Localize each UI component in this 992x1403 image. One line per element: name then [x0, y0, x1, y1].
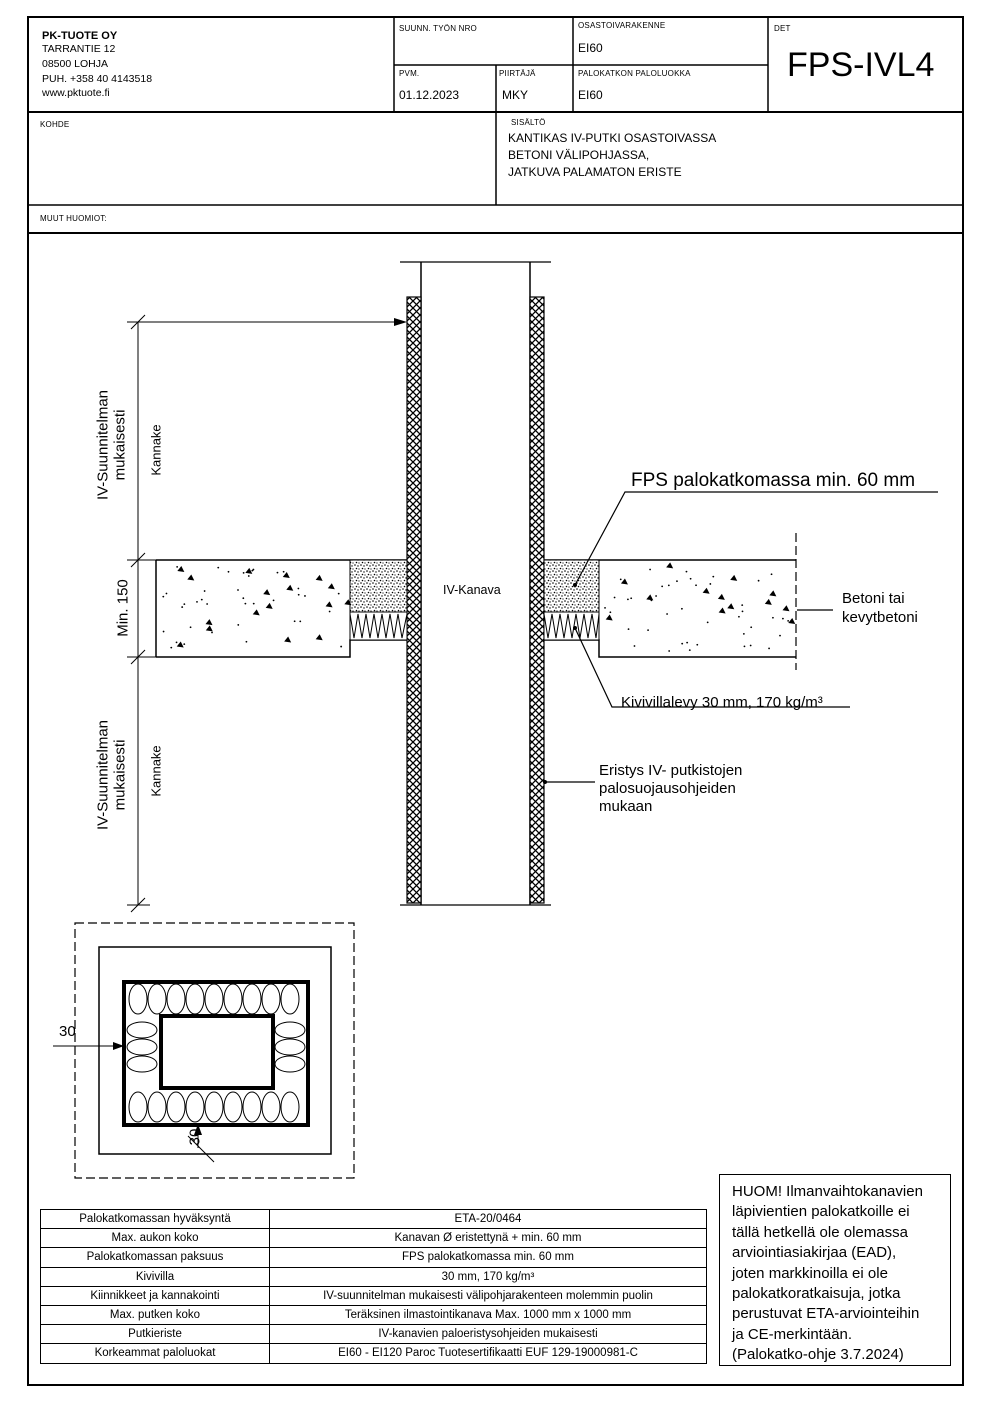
class-label: PALOKATKON PALOLUOKKA: [578, 69, 691, 78]
spec-value: 30 mm, 170 kg/m³: [269, 1266, 707, 1287]
insulation-label-2: palosuojausohjeiden: [599, 780, 736, 797]
spec-label: Kivivilla: [40, 1266, 270, 1287]
content-line-3: JATKUVA PALAMATON ERISTE: [508, 165, 682, 179]
spec-value: IV-kanavien paloeristysohjeiden mukaises…: [269, 1324, 707, 1345]
company-name: PK-TUOTE OY: [42, 30, 118, 42]
wool-leader: [574, 627, 850, 708]
spec-value: Teräksinen ilmastointikanava Max. 1000 m…: [269, 1304, 707, 1326]
plan-concrete-outline: [74, 922, 355, 1179]
stone-wool-left: [349, 613, 408, 639]
company-web: www.pktuote.fi: [42, 87, 110, 99]
work-number-label: SUUNN. TYÖN NRO: [399, 24, 477, 33]
date-label: PVM.: [399, 69, 420, 78]
insulation-label-1: Eristys IV- putkistojen: [599, 762, 743, 779]
company-postal: 08500 LOHJA: [42, 58, 108, 70]
date-value: 01.12.2023: [399, 88, 460, 102]
spec-label: Max. putken koko: [40, 1304, 270, 1326]
drawer-value: MKY: [502, 88, 529, 102]
notice-line: arviointiasiakirjaa (EAD),: [732, 1244, 897, 1262]
spec-value: EI60 - EI120 Paroc Tuotesertifikaatti EU…: [269, 1343, 707, 1364]
notice-line: joten markkinoilla ei ole: [732, 1264, 888, 1282]
plan-opening: [98, 946, 332, 1155]
notice-line: perustuvat ETA-arviointeihin: [732, 1305, 920, 1323]
notice-line: HUOM! Ilmanvaihtokanavien: [732, 1183, 923, 1200]
stone-wool-label: Kivivillalevy 30 mm, 170 kg/m³: [621, 694, 823, 711]
fire-mass-label: FPS palokatkomassa min. 60 mm: [631, 470, 916, 491]
spec-label: Max. aukon koko: [40, 1228, 270, 1249]
structure-value: EI60: [578, 41, 603, 55]
plan-dim-left: 30: [59, 1023, 76, 1040]
spec-value: ETA-20/0464: [269, 1208, 707, 1230]
spec-value: FPS palokatkomassa min. 60 mm: [269, 1247, 707, 1268]
det-label: DET: [774, 24, 791, 33]
content-line-1: KANTIKAS IV-PUTKI OSASTOIVASSA: [508, 131, 717, 145]
spec-value: IV-suunnitelman mukaisesti välipohjarake…: [269, 1285, 707, 1306]
spec-label: Kiinnikkeet ja kannakointi: [40, 1285, 270, 1306]
plan-dim-bottom: 30: [186, 1128, 204, 1146]
concrete-aggregate: [162, 562, 796, 652]
content-line-2: BETONI VÄLIPOHJASSA,: [508, 148, 650, 162]
company-phone: PUH. +358 40 4143518: [42, 73, 153, 85]
structure-label: OSASTOIVARAKENNE: [578, 21, 666, 30]
notice-line: (Palokatko-ohje 3.7.2024): [732, 1346, 904, 1364]
mass-leader: [574, 491, 938, 586]
notice-line: palokatkoratkaisuja, jotka: [732, 1285, 901, 1303]
notice-line: tällä hetkellä ole olemassa: [732, 1223, 908, 1241]
support-arrow: [394, 318, 407, 326]
det-value: FPS-IVL4: [787, 46, 935, 84]
company-address: TARRANTIE 12: [42, 43, 116, 55]
drawer-label: PIIRTÄJÄ: [499, 69, 536, 78]
insulation-label-3: mukaan: [599, 798, 653, 815]
concrete-label-2: kevytbetoni: [842, 609, 918, 626]
notice-line: ja CE-merkintään.: [732, 1325, 853, 1343]
spec-value: Kanavan Ø eristettynä + min. 60 mm: [269, 1228, 707, 1249]
stone-wool-right: [543, 613, 600, 639]
fire-mass-left: [349, 559, 408, 613]
concrete-label-1: Betoni tai: [842, 590, 905, 607]
class-value: EI60: [578, 88, 603, 102]
notice-box: HUOM! Ilmanvaihtokanavien läpivientien p…: [719, 1174, 951, 1366]
spec-label: Palokatkomassan paksuus: [40, 1247, 270, 1268]
spec-label: Korkeammat paloluokat: [40, 1343, 270, 1364]
duct-label: IV-Kanava: [443, 583, 501, 597]
target-label: KOHDE: [40, 120, 70, 129]
spec-label: Putkieriste: [40, 1324, 270, 1345]
content-label: SISÄLTÖ: [511, 118, 546, 127]
plan-duct: [159, 1014, 275, 1090]
notes-label: MUUT HUOMIOT:: [40, 214, 107, 223]
notice-line: läpivientien palokatkoille ei: [732, 1203, 910, 1221]
spec-label: Palokatkomassan hyväksyntä: [40, 1208, 270, 1230]
